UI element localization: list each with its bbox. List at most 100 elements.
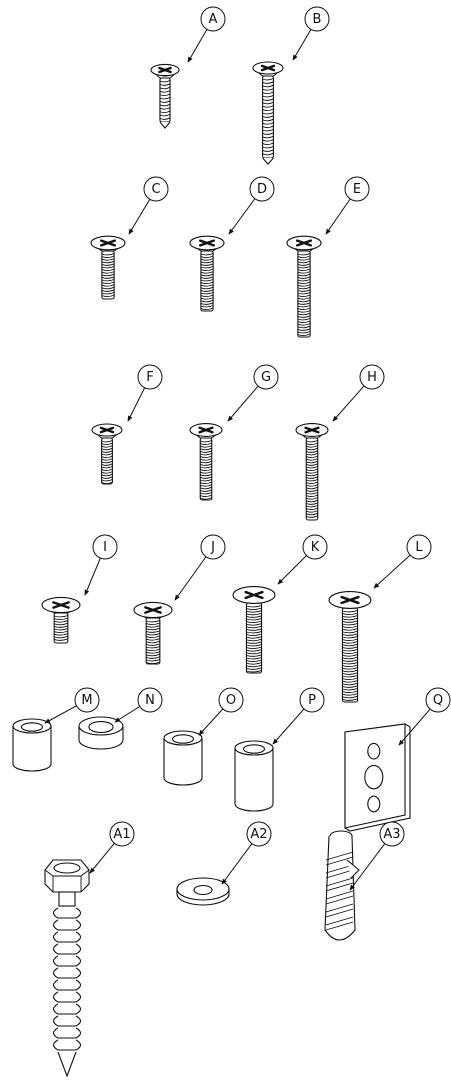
hex-edges <box>44 869 90 892</box>
leader-line <box>187 29 208 63</box>
callout-D: D <box>228 176 275 235</box>
leader-arrow <box>89 867 95 874</box>
callout-label: A <box>209 12 218 27</box>
callout-label: E <box>353 182 361 197</box>
phillips-cross-icon <box>304 426 320 434</box>
callout-G: G <box>227 364 279 422</box>
phillips-cross-icon <box>52 601 70 609</box>
callout-A3: A3 <box>349 821 405 891</box>
screw-threads <box>200 252 214 310</box>
leader-arrow <box>187 56 193 63</box>
callout-circle <box>218 687 244 713</box>
washer-A2 <box>176 877 230 906</box>
callout-O: O <box>198 687 244 736</box>
phillips-cross-icon <box>199 239 215 247</box>
callout-circle <box>109 821 135 847</box>
callout-circle <box>302 534 328 560</box>
screw-E <box>286 235 322 338</box>
callout-label: F <box>146 370 153 385</box>
anchor-fins <box>325 851 354 931</box>
leader-arrow <box>221 878 227 885</box>
screw-threads <box>306 439 318 518</box>
callout-circle <box>74 687 100 713</box>
anchor-barb <box>346 859 360 879</box>
leader-arrow <box>44 718 51 724</box>
screw-threads <box>262 77 274 156</box>
spacer-M <box>12 718 52 772</box>
phillips-cross-icon <box>260 64 276 72</box>
screw-I <box>41 596 81 644</box>
callout-E: E <box>325 176 370 235</box>
spacer-bore <box>20 722 43 732</box>
leader-line <box>349 843 386 891</box>
leader-line <box>44 705 77 724</box>
leader-line <box>272 708 305 745</box>
callout-circle <box>137 687 163 713</box>
spacer-O <box>163 730 203 786</box>
leader-arrow <box>373 582 380 589</box>
callout-label: Q <box>433 693 443 708</box>
callout-label: A2 <box>250 827 267 842</box>
wall-anchor-A3 <box>324 830 360 941</box>
screw-C <box>90 235 126 300</box>
callout-label: K <box>311 540 320 555</box>
callout-circle <box>344 176 370 202</box>
screw-threads <box>101 439 113 484</box>
callout-K: K <box>277 534 328 585</box>
screw-threads <box>342 609 358 701</box>
callout-H: H <box>332 364 385 422</box>
screw-J <box>133 601 173 665</box>
leader-arrow <box>272 738 279 745</box>
leader-line <box>292 29 312 61</box>
leader-arrow <box>398 739 405 746</box>
callout-P: P <box>272 687 325 745</box>
callout-circle <box>406 534 432 560</box>
callout-label: G <box>261 370 271 385</box>
leader-line <box>174 556 207 601</box>
callout-A2: A2 <box>221 821 272 885</box>
leader-arrow <box>84 589 90 596</box>
callout-circle <box>425 687 451 713</box>
screw-threads <box>297 252 311 336</box>
leader-arrow <box>277 578 284 585</box>
leader-line <box>398 708 431 746</box>
callout-A: A <box>187 6 226 63</box>
callout-F: F <box>127 364 163 422</box>
callout-label: C <box>151 182 160 197</box>
phillips-cross-icon <box>198 426 214 434</box>
spacer-bore <box>88 721 114 733</box>
leader-arrow <box>114 717 121 723</box>
bolt-threads <box>52 907 82 1051</box>
callout-circle <box>359 364 385 390</box>
callout-label: P <box>308 693 316 708</box>
screw-H <box>295 423 329 521</box>
plate-hole <box>367 742 381 760</box>
leader-line <box>325 198 351 235</box>
screw-tip <box>159 121 171 129</box>
leader-arrow <box>127 415 133 422</box>
callout-N: N <box>114 687 163 723</box>
callout-label: O <box>226 693 236 708</box>
phillips-cross-icon <box>296 239 312 247</box>
callout-label: J <box>210 540 215 555</box>
screw-tip <box>262 157 274 165</box>
screw-threads <box>246 604 262 673</box>
leader-arrow <box>332 415 339 422</box>
phillips-cross-icon <box>100 239 116 247</box>
callout-circle <box>304 6 330 32</box>
screw-D <box>189 235 225 312</box>
callout-circle <box>143 176 169 202</box>
phillips-cross-icon <box>99 426 115 434</box>
leader-arrow <box>228 228 234 235</box>
callout-I: I <box>84 534 118 596</box>
leader-line <box>227 385 259 422</box>
screw-K <box>232 586 276 674</box>
screw-threads <box>54 614 69 641</box>
leader-line <box>277 555 307 585</box>
phillips-cross-icon <box>244 590 264 600</box>
leader-arrow <box>227 415 234 422</box>
callout-circle <box>379 821 405 847</box>
callout-label: N <box>145 693 155 708</box>
lag-bolt-A1 <box>44 859 90 1078</box>
